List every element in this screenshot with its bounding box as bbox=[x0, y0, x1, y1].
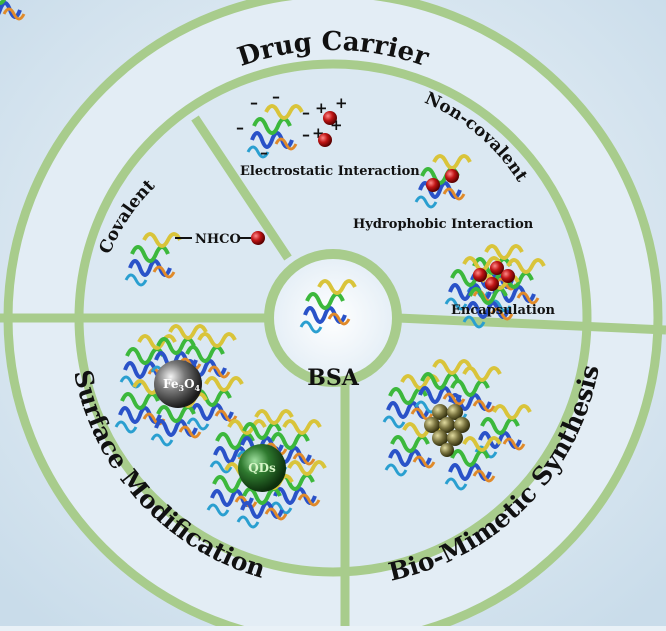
charge-minus: – bbox=[302, 103, 310, 122]
fe3o4-label: Fe3O4 bbox=[163, 377, 201, 393]
charged-drug bbox=[323, 111, 337, 125]
charge-minus: – bbox=[250, 93, 258, 112]
qds-particle bbox=[238, 444, 286, 492]
fe3o4-particle bbox=[154, 360, 202, 408]
charge-plus: + bbox=[330, 116, 343, 134]
charged-drug bbox=[318, 133, 332, 147]
center-circle bbox=[264, 249, 402, 387]
charge-minus: – bbox=[260, 143, 268, 162]
charge-minus: – bbox=[272, 87, 280, 106]
encapsulation-cluster bbox=[444, 244, 546, 329]
qds-label: QDs bbox=[248, 461, 276, 475]
drug-molecule bbox=[251, 231, 265, 245]
divider-right bbox=[397, 313, 666, 335]
bio-mimetic-cluster bbox=[382, 359, 532, 491]
center-label: BSA bbox=[307, 365, 359, 391]
hydrophobic-drug bbox=[426, 178, 440, 192]
nhco-label: NHCO bbox=[195, 232, 241, 247]
charge-minus: – bbox=[302, 125, 310, 144]
charge-minus: – bbox=[236, 118, 244, 137]
encapsulation-label: Encapsulation bbox=[451, 303, 556, 318]
electrostatic-label: Electrostatic Interaction bbox=[240, 164, 420, 179]
hydrophobic-drug bbox=[445, 169, 459, 183]
charge-plus: + bbox=[335, 94, 348, 112]
protein-icon bbox=[0, 0, 26, 21]
divider-covalent bbox=[191, 115, 292, 261]
hydrophobic-label: Hydrophobic Interaction bbox=[353, 217, 534, 232]
charge-plus: + bbox=[315, 99, 328, 117]
